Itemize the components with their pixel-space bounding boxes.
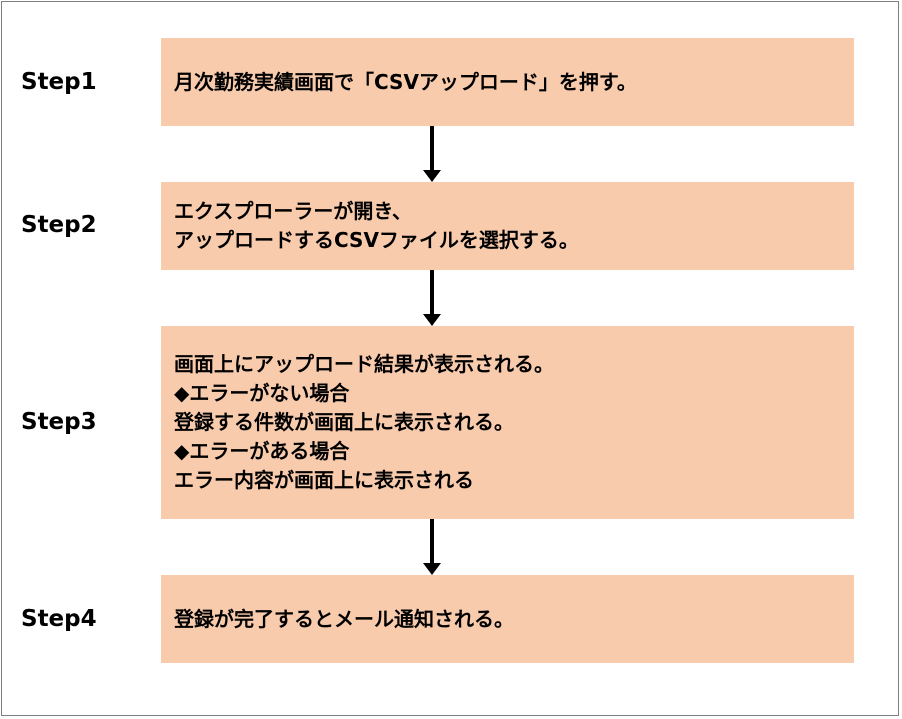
step-1-line-1: 月次勤務実績画面で「CSVアップロード」を押す。 xyxy=(174,69,637,94)
step-3-line-4: ◆エラーがある場合 xyxy=(174,439,350,463)
step-1-box: 月次勤務実績画面で「CSVアップロード」を押す。 xyxy=(161,38,854,126)
step-4-label: Step4 xyxy=(21,606,97,632)
step-2-label: Step2 xyxy=(21,212,97,238)
arrow-shaft xyxy=(430,270,434,314)
step-3-line-3: 登録する件数が画面上に表示される。 xyxy=(174,410,514,434)
arrow-head xyxy=(423,314,441,326)
step-3-line-2: ◆エラーがない場合 xyxy=(174,381,350,405)
step-4-line-1: 登録が完了するとメール通知される。 xyxy=(174,606,514,631)
step-2-line-2: アップロードするCSVファイルを選択する。 xyxy=(174,228,579,252)
step-3-label: Step3 xyxy=(21,409,97,435)
step-3-box: 画面上にアップロード結果が表示される。 ◆エラーがない場合 登録する件数が画面上… xyxy=(161,326,854,519)
arrow-head xyxy=(423,170,441,182)
arrow-step3-to-step4 xyxy=(423,519,441,575)
step-2-box: エクスプローラーが開き、 アップロードするCSVファイルを選択する。 xyxy=(161,182,854,270)
arrow-step1-to-step2 xyxy=(423,126,441,182)
arrow-shaft xyxy=(430,519,434,563)
step-3-line-5: エラー内容が画面上に表示される xyxy=(174,468,474,492)
step-3-line-1: 画面上にアップロード結果が表示される。 xyxy=(174,352,554,376)
step-4-box: 登録が完了するとメール通知される。 xyxy=(161,575,854,663)
step-1-label: Step1 xyxy=(21,69,97,95)
step-2-line-1: エクスプローラーが開き、 xyxy=(174,199,412,223)
arrow-shaft xyxy=(430,126,434,170)
arrow-step2-to-step3 xyxy=(423,270,441,326)
arrow-head xyxy=(423,563,441,575)
